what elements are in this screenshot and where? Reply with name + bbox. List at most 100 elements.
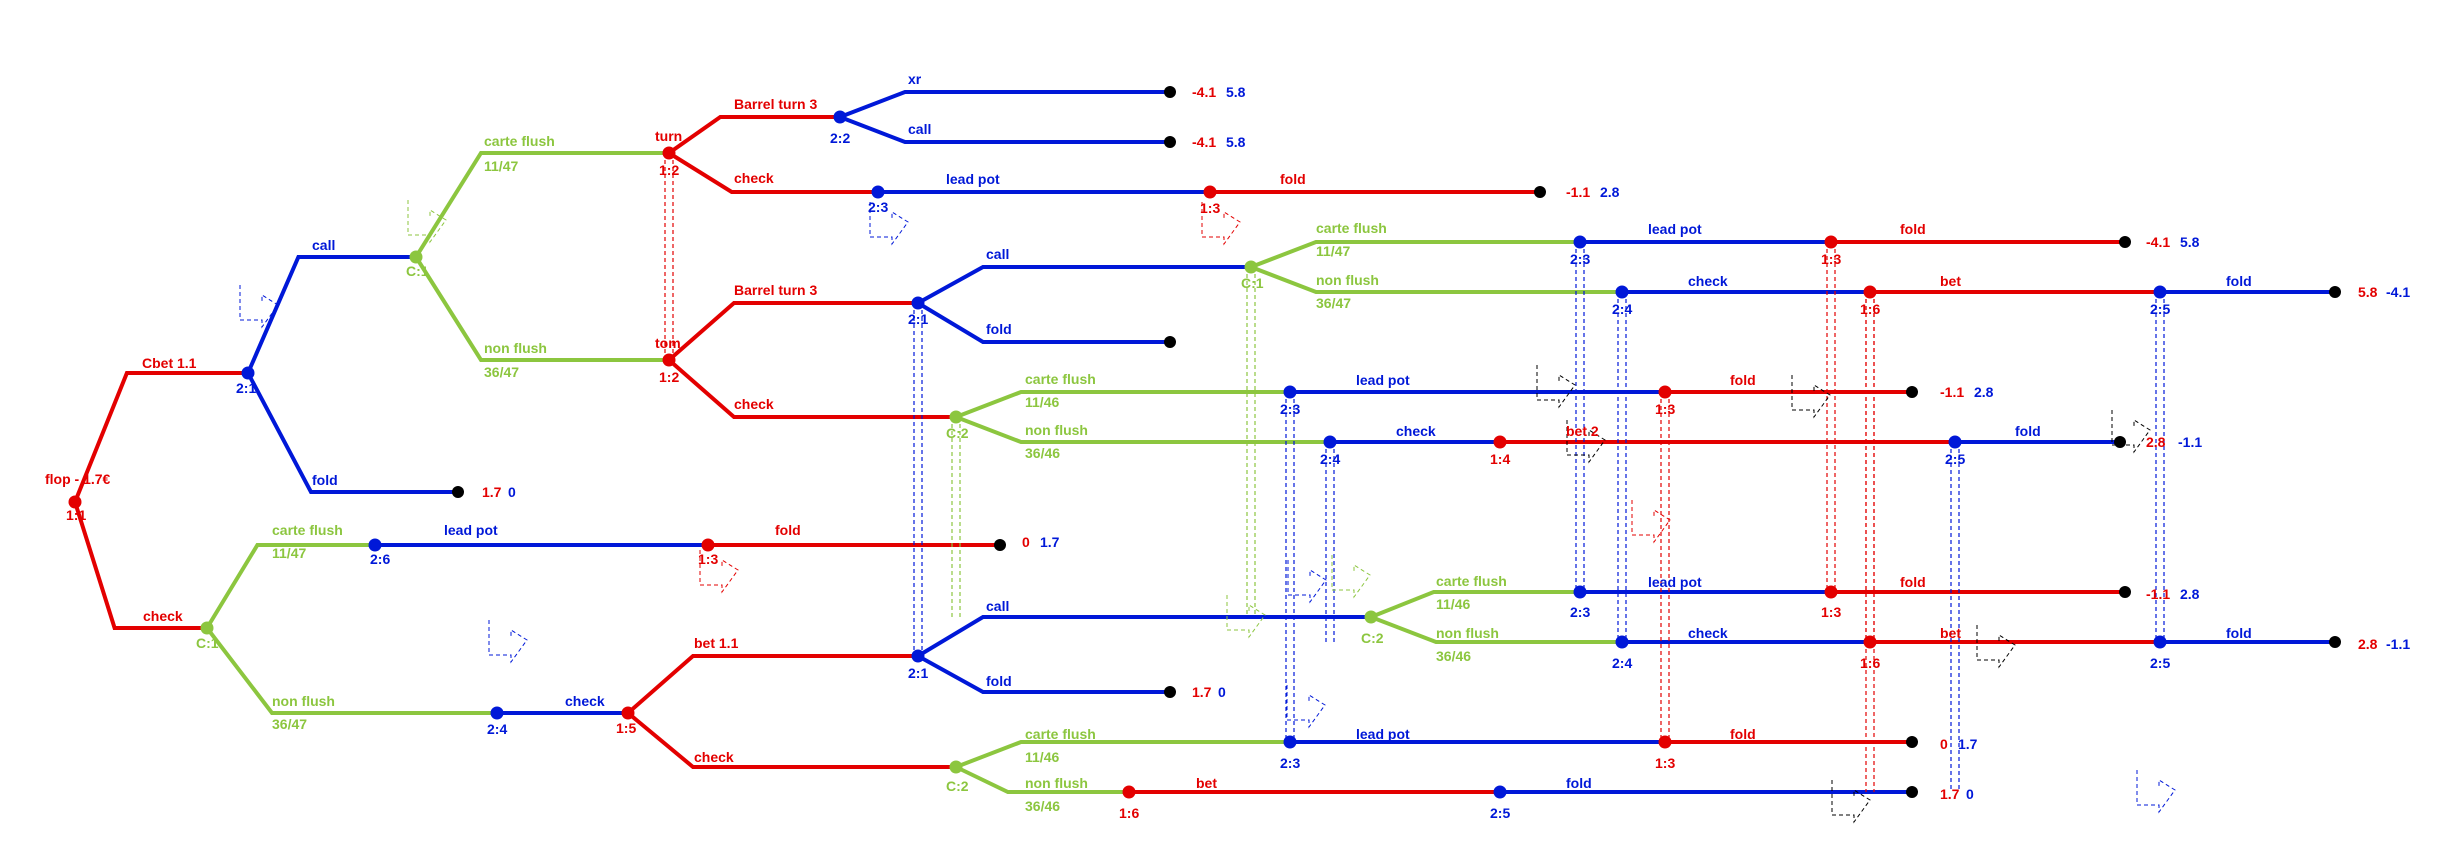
payoff-p2: 5.8 xyxy=(2180,234,2200,250)
decision-node xyxy=(1948,435,1962,449)
node-label: C:2 xyxy=(1361,630,1384,646)
terminal-node xyxy=(452,486,464,498)
decision-node xyxy=(662,353,676,367)
edge-label: 11/47 xyxy=(272,545,306,561)
node-label: 1:6 xyxy=(1860,655,1880,671)
decision-node xyxy=(871,185,885,199)
edge-label: Cbet 1.1 xyxy=(142,355,197,371)
tree-edges xyxy=(73,90,2335,794)
node-label: 1:6 xyxy=(1119,805,1139,821)
edge-label: lead pot xyxy=(1356,372,1410,388)
edge-label: 36/46 xyxy=(1025,798,1060,814)
tree-edge xyxy=(917,265,1251,305)
edge-label: non flush xyxy=(1025,422,1088,438)
payoff-p1: -4.1 xyxy=(1192,84,1216,100)
decision-node xyxy=(241,366,255,380)
tree-edge xyxy=(246,372,458,494)
edge-label: carte flush xyxy=(484,133,555,149)
decision-node xyxy=(911,296,925,310)
dashed-arrow-icon xyxy=(1831,780,1871,824)
tree-edge xyxy=(667,301,918,362)
edge-label: 11/47 xyxy=(484,158,518,174)
tree-edge xyxy=(839,90,1170,119)
decision-node xyxy=(1323,435,1337,449)
node-label: 1:3 xyxy=(1655,401,1675,417)
node-label: C:1 xyxy=(196,635,219,651)
tree-edge xyxy=(246,255,416,374)
decision-node xyxy=(1824,235,1838,249)
payoff-p1: 2.8 xyxy=(2146,434,2166,450)
node-label: 2:5 xyxy=(2150,301,2170,317)
decision-node xyxy=(368,538,382,552)
edge-label: Barrel turn 3 xyxy=(734,96,817,112)
decision-node xyxy=(1573,585,1587,599)
terminal-node xyxy=(2114,436,2126,448)
edge-label: call xyxy=(986,246,1009,262)
edge-label: check xyxy=(143,608,183,624)
edge-label: 36/47 xyxy=(1316,295,1351,311)
dashed-arrow-icon xyxy=(407,200,447,244)
payoff-p2: 0 xyxy=(1966,786,1974,802)
decision-node xyxy=(68,495,82,509)
node-label: 2:1 xyxy=(908,311,928,327)
edge-label: 11/46 xyxy=(1436,596,1470,612)
decision-node xyxy=(1658,385,1672,399)
node-label: 1:2 xyxy=(659,162,679,178)
decision-node xyxy=(1203,185,1217,199)
tree-edge xyxy=(917,654,1170,694)
terminal-node xyxy=(1164,336,1176,348)
decision-node xyxy=(2153,285,2167,299)
tree-edge xyxy=(1370,615,1622,644)
decision-node xyxy=(1615,635,1629,649)
edge-label: fold xyxy=(1900,221,1926,237)
node-label: 2:4 xyxy=(487,721,507,737)
payoff-p2: 0 xyxy=(508,484,516,500)
edge-label: call xyxy=(986,598,1009,614)
node-label: 2:4 xyxy=(1612,301,1632,317)
node-label: 2:3 xyxy=(1570,604,1590,620)
edge-label: non flush xyxy=(1436,625,1499,641)
edge-label: 36/46 xyxy=(1436,648,1471,664)
decision-node xyxy=(1863,285,1877,299)
decision-node xyxy=(911,649,925,663)
edge-label: call xyxy=(312,237,335,253)
edge-label: fold xyxy=(1280,171,1306,187)
node-label: 2:5 xyxy=(1945,451,1965,467)
edge-label: non flush xyxy=(272,693,335,709)
terminal-node xyxy=(994,539,1006,551)
node-label: 1:3 xyxy=(1821,604,1841,620)
node-label: 2:3 xyxy=(1570,251,1590,267)
dashed-arrow-icon xyxy=(1286,685,1326,729)
node-label: 2:2 xyxy=(830,130,850,146)
terminal-node xyxy=(1164,86,1176,98)
tree-edge xyxy=(205,543,375,630)
tree-edge xyxy=(414,151,669,259)
tree-edge xyxy=(955,415,1330,444)
node-label: 2:3 xyxy=(1280,755,1300,771)
payoff-p1: 5.8 xyxy=(2358,284,2378,300)
decision-node xyxy=(621,706,635,720)
edge-label: turn xyxy=(655,128,682,144)
edge-label: 11/46 xyxy=(1025,749,1059,765)
tree-edge xyxy=(1250,265,1622,294)
dashed-arrow-icon xyxy=(699,550,739,594)
tree-edge xyxy=(73,371,248,503)
node-label: 2:5 xyxy=(1490,805,1510,821)
decision-node xyxy=(1493,785,1507,799)
dashed-arrow-icon xyxy=(2111,410,2151,454)
edge-label: 36/46 xyxy=(1025,445,1060,461)
edge-label: lead pot xyxy=(1648,574,1702,590)
tree-edge xyxy=(667,151,878,194)
edge-label: lead pot xyxy=(1648,221,1702,237)
dashed-arrow-icon xyxy=(1976,625,2016,669)
edge-label: bet 2 xyxy=(1566,423,1599,439)
node-label: 1:4 xyxy=(1490,451,1510,467)
terminal-node xyxy=(1164,136,1176,148)
payoff-p2: 2.8 xyxy=(2180,586,2200,602)
edge-label: check xyxy=(1396,423,1436,439)
chance-node xyxy=(200,621,214,635)
edge-label: fold xyxy=(775,522,801,538)
terminal-node xyxy=(2329,286,2341,298)
edge-label: fold xyxy=(986,673,1012,689)
